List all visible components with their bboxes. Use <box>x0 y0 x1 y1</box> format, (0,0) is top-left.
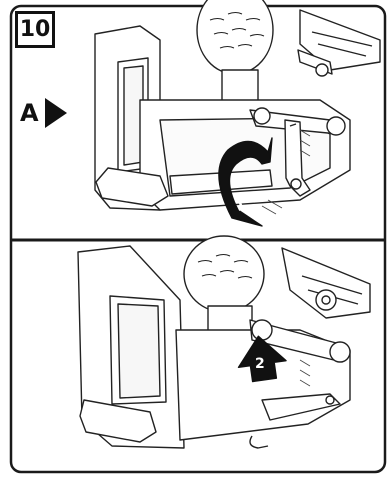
marker-a: A <box>20 98 67 128</box>
step-number-badge: 10 <box>15 11 55 48</box>
triangle-pointer-icon <box>45 98 67 128</box>
lift-step-label: 2 <box>255 356 265 372</box>
marker-a-label: A <box>20 99 39 127</box>
